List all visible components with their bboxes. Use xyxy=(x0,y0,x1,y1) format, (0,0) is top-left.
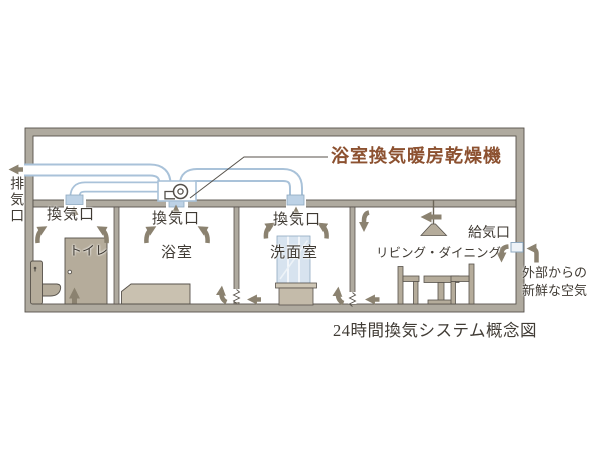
bathroom-curved-arrow-icon xyxy=(197,226,210,244)
wall-washroom-living xyxy=(349,206,356,305)
outside-air-label: 外部からの 新鮮な空気 xyxy=(522,264,587,300)
dining-chair-right xyxy=(450,263,475,305)
toilet-fixture xyxy=(30,260,62,305)
toilet-vent-label: 換気口 xyxy=(47,207,96,223)
dining-chair-left xyxy=(397,266,420,305)
flush-keyhole-icon xyxy=(33,266,37,270)
wall-bathroom-washroom xyxy=(233,206,240,305)
vanity-counter xyxy=(275,282,317,289)
diagram-caption: 24時間換気システム概念図 xyxy=(333,321,538,340)
building-outline xyxy=(24,127,525,313)
supply-vent-grille xyxy=(510,242,524,253)
fan-volute-icon xyxy=(164,183,189,200)
washroom-curved-arrow-icon xyxy=(263,222,276,239)
bathroom-curved-arrow-icon xyxy=(144,226,157,244)
airflow-arrows xyxy=(8,164,539,306)
outside-air-line1: 外部からの xyxy=(522,265,588,280)
toilet-curved-arrow-icon xyxy=(35,226,48,244)
door-knob-icon xyxy=(67,269,73,275)
toilet-ceiling-vent xyxy=(65,194,84,205)
bathroom-vent-label: 換気口 xyxy=(152,211,201,227)
wall-gap-bathroom xyxy=(232,289,241,302)
pendant-light xyxy=(420,200,448,236)
washroom-vent-label: 換気口 xyxy=(273,212,322,228)
callout-leader-line xyxy=(189,156,328,199)
undercut-squiggle-icon xyxy=(232,289,241,304)
outside-air-in-arrow-icon xyxy=(526,243,539,263)
washroom-vanity xyxy=(275,235,317,306)
bathtub xyxy=(121,283,191,305)
ceiling-slab xyxy=(32,199,517,208)
wall-toilet-bathroom xyxy=(113,206,120,305)
dining-set xyxy=(397,263,475,305)
bath-fan-unit xyxy=(157,180,197,202)
living-room-label: リビング・ダイニング xyxy=(376,246,502,260)
outside-air-line2: 新鮮な空気 xyxy=(522,283,588,298)
washroom-ceiling-vent xyxy=(286,194,305,206)
washroom-inflow-arrow-icon xyxy=(332,286,345,306)
living-down-arrow-icon xyxy=(359,210,370,232)
vanity-cabinet xyxy=(278,287,314,306)
bathroom-room-label: 浴室 xyxy=(161,245,194,261)
supply-inflow-down-arrow-icon xyxy=(496,244,509,263)
wall-gap-living xyxy=(348,292,357,304)
washroom-curved-arrow-icon xyxy=(317,222,329,239)
bath-fan-callout-label: 浴室換気暖房乾燥機 xyxy=(331,146,502,166)
exhaust-port-label: 排気口 xyxy=(8,176,24,224)
washroom-branch-duct xyxy=(179,168,303,197)
toilet-room-label: トイレ xyxy=(69,243,109,258)
undercut-squiggle-icon xyxy=(348,292,357,307)
washroom-room-label: 洗面室 xyxy=(270,245,319,261)
toilet-branch-duct xyxy=(69,181,165,198)
supply-port-label: 給気口 xyxy=(468,226,510,241)
bathroom-inflow-arrow-icon xyxy=(216,285,228,305)
toilet-curved-arrow-icon xyxy=(96,226,109,244)
partition-walls xyxy=(113,206,357,307)
